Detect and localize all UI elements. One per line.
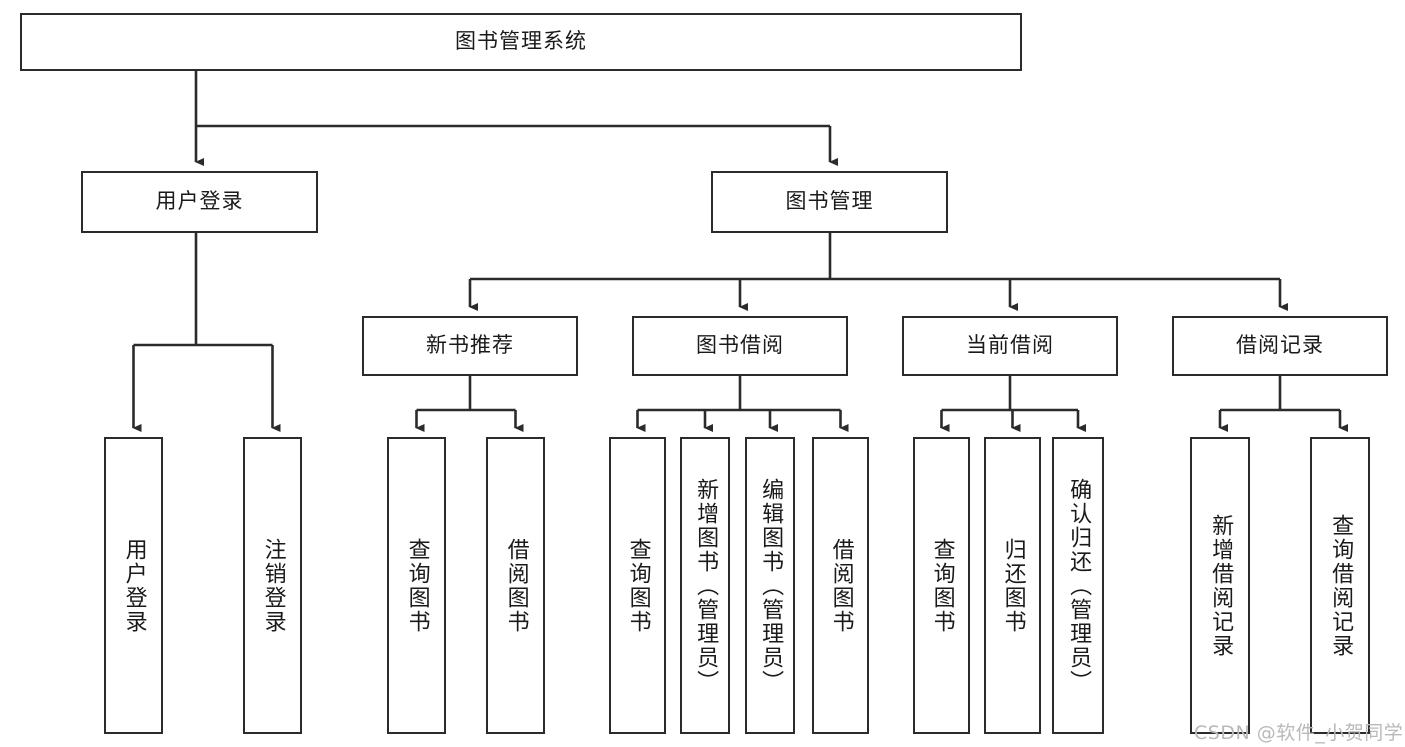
node-label-leaf-query-book-3: 查询图书	[929, 537, 955, 634]
node-leaf-confirm-return[interactable]: 确认归还（管理员）	[1052, 437, 1104, 734]
node-leaf-return-book[interactable]: 归还图书	[984, 437, 1041, 734]
node-label-leaf-user-login: 用户登录	[121, 537, 147, 634]
node-label-leaf-return-book: 归还图书	[1000, 537, 1026, 634]
node-label-root: 图书管理系统	[455, 29, 587, 54]
node-label-leaf-borrow-book-1: 借阅图书	[503, 537, 529, 634]
node-label-leaf-add-book: 新增图书（管理员）	[693, 477, 719, 694]
node-book-management[interactable]: 图书管理	[711, 171, 948, 233]
node-leaf-query-book-3[interactable]: 查询图书	[913, 437, 970, 734]
node-label-book-borrow: 图书借阅	[696, 333, 784, 358]
node-leaf-query-record[interactable]: 查询借阅记录	[1310, 437, 1370, 734]
csdn-watermark: CSDN @软件_小贺同学	[1194, 722, 1404, 744]
node-label-leaf-confirm-return: 确认归还（管理员）	[1066, 477, 1092, 694]
node-leaf-edit-book[interactable]: 编辑图书（管理员）	[745, 437, 795, 734]
node-current-borrow[interactable]: 当前借阅	[902, 316, 1118, 376]
node-root[interactable]: 图书管理系统	[20, 13, 1022, 71]
node-label-leaf-borrow-book-2: 借阅图书	[828, 537, 854, 634]
node-label-book-management: 图书管理	[785, 189, 874, 214]
node-label-leaf-query-book-1: 查询图书	[404, 537, 430, 634]
node-leaf-add-book[interactable]: 新增图书（管理员）	[680, 437, 730, 734]
node-leaf-add-record[interactable]: 新增借阅记录	[1190, 437, 1250, 734]
node-user-login[interactable]: 用户登录	[81, 171, 318, 233]
node-leaf-query-book-2[interactable]: 查询图书	[609, 437, 666, 734]
node-leaf-borrow-book-1[interactable]: 借阅图书	[486, 437, 545, 734]
node-leaf-borrow-book-2[interactable]: 借阅图书	[812, 437, 869, 734]
node-label-leaf-edit-book: 编辑图书（管理员）	[758, 477, 784, 694]
node-leaf-user-login[interactable]: 用户登录	[104, 437, 163, 734]
node-label-user-login: 用户登录	[155, 189, 244, 214]
node-leaf-logout[interactable]: 注销登录	[243, 437, 302, 734]
node-label-leaf-query-record: 查询借阅记录	[1328, 513, 1354, 658]
node-book-borrow[interactable]: 图书借阅	[632, 316, 848, 376]
node-label-new-book-recommend: 新书推荐	[426, 333, 514, 358]
node-leaf-query-book-1[interactable]: 查询图书	[387, 437, 446, 734]
node-label-leaf-add-record: 新增借阅记录	[1208, 513, 1234, 658]
node-label-current-borrow: 当前借阅	[966, 333, 1054, 358]
node-borrow-record[interactable]: 借阅记录	[1172, 316, 1388, 376]
node-label-leaf-query-book-2: 查询图书	[625, 537, 651, 634]
node-label-borrow-record: 借阅记录	[1236, 333, 1324, 358]
node-label-leaf-logout: 注销登录	[260, 537, 286, 634]
node-new-book-recommend[interactable]: 新书推荐	[362, 316, 578, 376]
